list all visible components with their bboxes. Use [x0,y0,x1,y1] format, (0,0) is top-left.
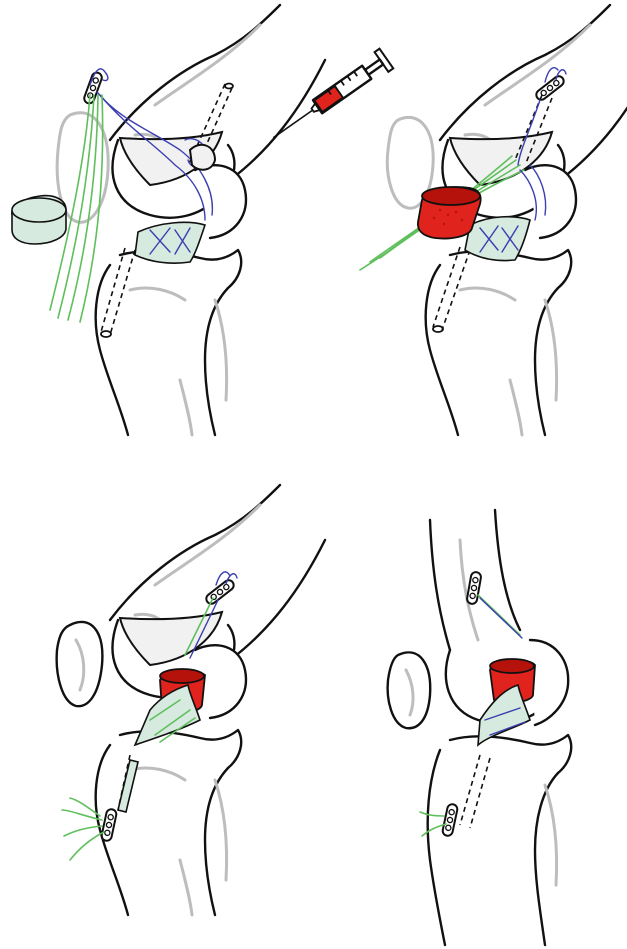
cortical-button [204,578,235,606]
patella [388,652,431,728]
panel-3 [57,485,325,915]
patella [57,622,103,706]
scaffold [418,187,481,239]
knee-joint [96,5,325,435]
cortical-button [466,571,481,604]
panel-1 [12,5,325,435]
syringe [266,49,393,148]
knee-joint [96,485,325,915]
cortical-button [534,74,565,102]
panel-4 [388,510,572,945]
cortical-button [442,803,458,836]
scaffold-block [12,196,66,244]
acl-graft [465,217,530,261]
